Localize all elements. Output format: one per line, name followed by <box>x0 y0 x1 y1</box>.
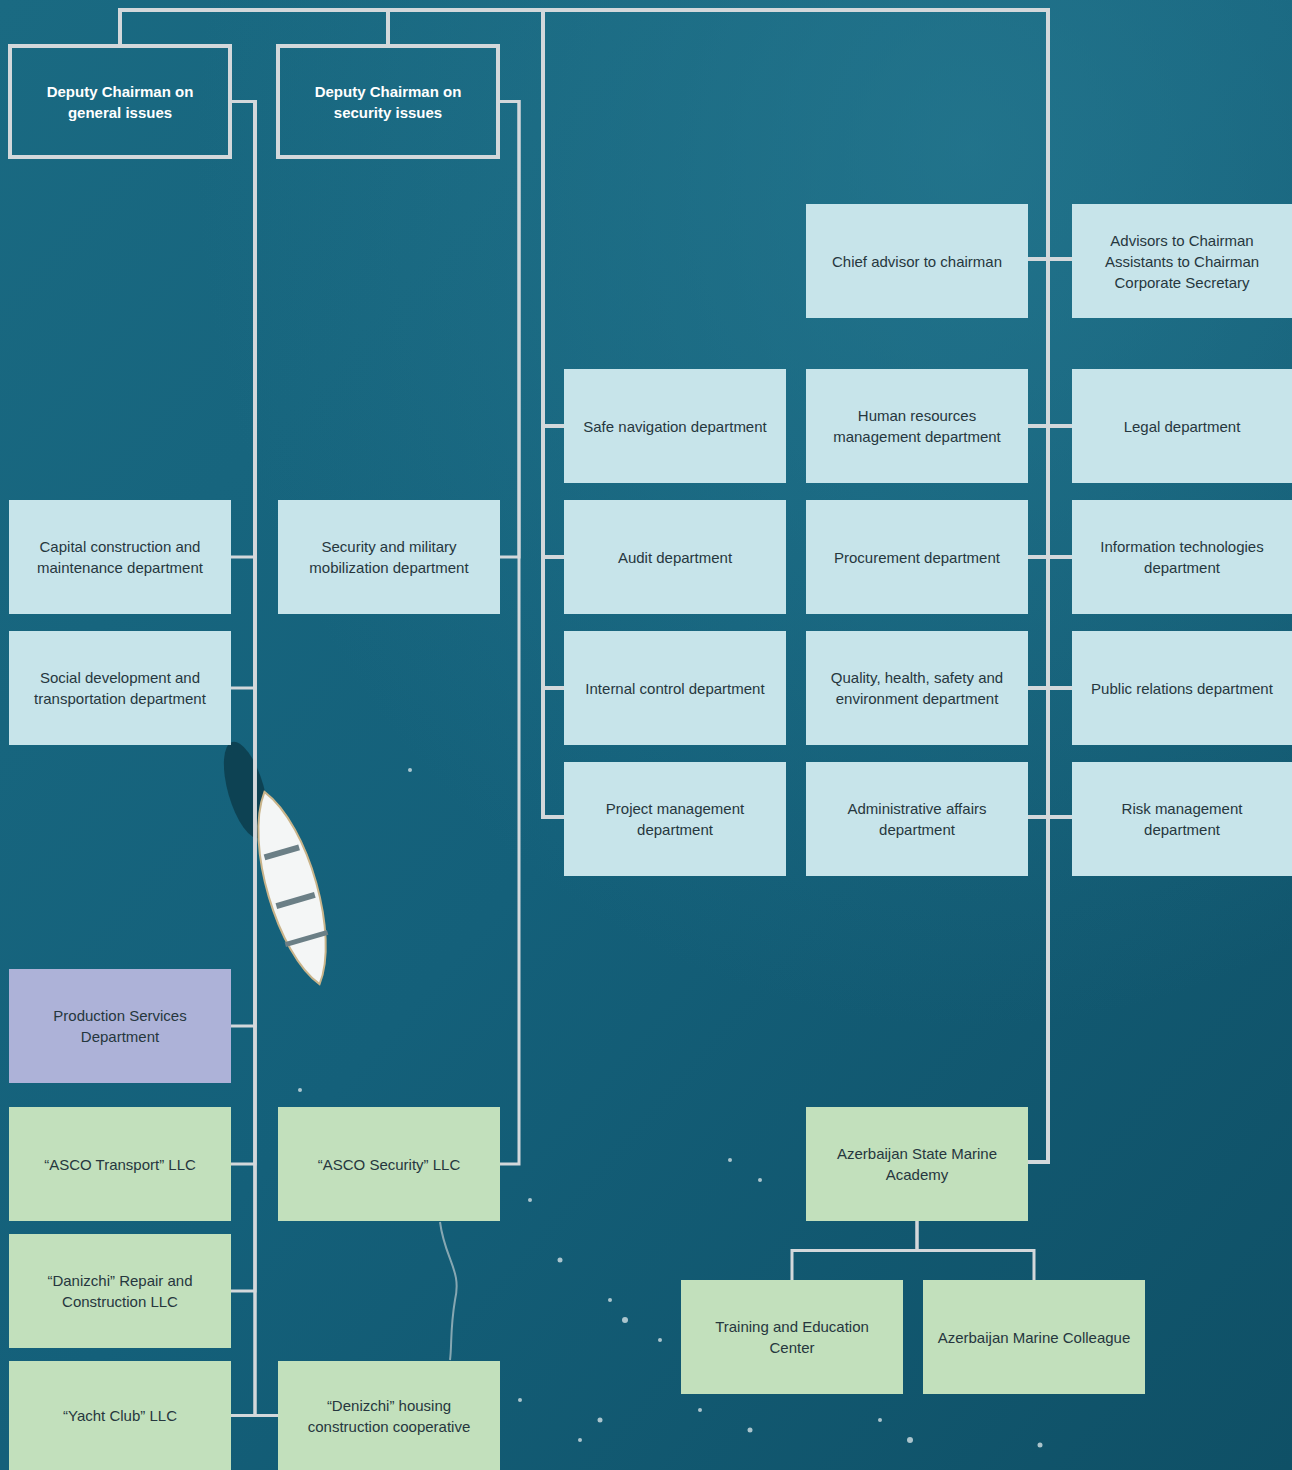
department-box: Capital construction and maintenance dep… <box>9 500 231 614</box>
department-box: Project management department <box>564 762 786 876</box>
connector-line <box>231 102 255 1165</box>
box-label: Legal department <box>1124 416 1241 437</box>
box-label: Audit department <box>618 547 732 568</box>
box-label: Social development and transportation de… <box>23 667 217 709</box>
box-label: Chief advisor to chairman <box>832 251 1002 272</box>
connector-line <box>231 102 255 558</box>
box-label: Corporate Secretary <box>1114 272 1249 293</box>
box-label: Human resources management department <box>820 405 1014 447</box>
department-box: Safe navigation department <box>564 369 786 483</box>
connector-line <box>231 102 255 1292</box>
box-label: Project management department <box>578 798 772 840</box>
department-box: Social development and transportation de… <box>9 631 231 745</box>
connector-line <box>231 102 255 1416</box>
deputy-box: Deputy Chairman on security issues <box>276 44 500 159</box>
subsidiary-box: “Denizchi” housing construction cooperat… <box>278 1361 500 1470</box>
connector-line <box>231 102 255 1027</box>
box-label: Deputy Chairman on general issues <box>26 81 214 123</box>
box-label: Risk management department <box>1086 798 1278 840</box>
box-label: Procurement department <box>834 547 1000 568</box>
box-label: “Denizchi” housing construction cooperat… <box>292 1395 486 1437</box>
department-box: Legal department <box>1072 369 1292 483</box>
box-label: Public relations department <box>1091 678 1273 699</box>
box-label: “Danizchi” Repair and Construction LLC <box>23 1270 217 1312</box>
connector-line <box>232 102 278 1416</box>
box-label: Quality, health, safety and environment … <box>820 667 1014 709</box>
box-label: “Yacht Club” LLC <box>63 1405 177 1426</box>
subsidiary-box: “ASCO Security” LLC <box>278 1107 500 1221</box>
deputy-box: Deputy Chairman on general issues <box>8 44 232 159</box>
box-label: Assistants to Chairman <box>1105 251 1259 272</box>
box-label: Training and Education Center <box>695 1316 889 1358</box>
connector-line <box>500 102 519 558</box>
boat-seats <box>260 843 328 946</box>
box-label: Advisors to Chairman <box>1110 230 1253 251</box>
subsidiary-box: Azerbaijan State Marine Academy <box>806 1107 1028 1221</box>
connector-line <box>231 102 255 689</box>
department-box: Security and military mobilization depar… <box>278 500 500 614</box>
box-label: “ASCO Transport” LLC <box>44 1154 196 1175</box>
box-label: Azerbaijan State Marine Academy <box>820 1143 1014 1185</box>
department-box: Internal control department <box>564 631 786 745</box>
connector-line <box>500 102 519 1165</box>
box-label: Deputy Chairman on security issues <box>294 81 482 123</box>
department-box: Quality, health, safety and environment … <box>806 631 1028 745</box>
box-label: Administrative affairs department <box>820 798 1014 840</box>
service-box: Production Services Department <box>9 969 231 1083</box>
department-box: Human resources management department <box>806 369 1028 483</box>
box-label: Safe navigation department <box>583 416 766 437</box>
subsidiary-box: “Danizchi” Repair and Construction LLC <box>9 1234 231 1348</box>
department-box: Audit department <box>564 500 786 614</box>
subsidiary-box: “ASCO Transport” LLC <box>9 1107 231 1221</box>
department-box: Risk management department <box>1072 762 1292 876</box>
connector-line <box>917 1221 1034 1280</box>
box-label: Security and military mobilization depar… <box>292 536 486 578</box>
box-label: Azerbaijan Marine Colleague <box>938 1327 1131 1348</box>
department-box: Public relations department <box>1072 631 1292 745</box>
department-box: Procurement department <box>806 500 1028 614</box>
rope <box>440 1222 457 1360</box>
box-label: Capital construction and maintenance dep… <box>23 536 217 578</box>
connector-line <box>792 1221 917 1280</box>
subsidiary-box: Training and Education Center <box>681 1280 903 1394</box>
box-label: Production Services Department <box>23 1005 217 1047</box>
subsidiary-box: Azerbaijan Marine Colleague <box>923 1280 1145 1394</box>
department-box: Information technologies department <box>1072 500 1292 614</box>
department-box: Administrative affairs department <box>806 762 1028 876</box>
department-box: Chief advisor to chairman <box>806 204 1028 318</box>
box-label: “ASCO Security” LLC <box>318 1154 461 1175</box>
box-label: Information technologies department <box>1086 536 1278 578</box>
subsidiary-box: “Yacht Club” LLC <box>9 1361 231 1470</box>
box-label: Internal control department <box>585 678 764 699</box>
bus-lines <box>118 10 1072 1162</box>
department-box: Advisors to ChairmanAssistants to Chairm… <box>1072 204 1292 318</box>
